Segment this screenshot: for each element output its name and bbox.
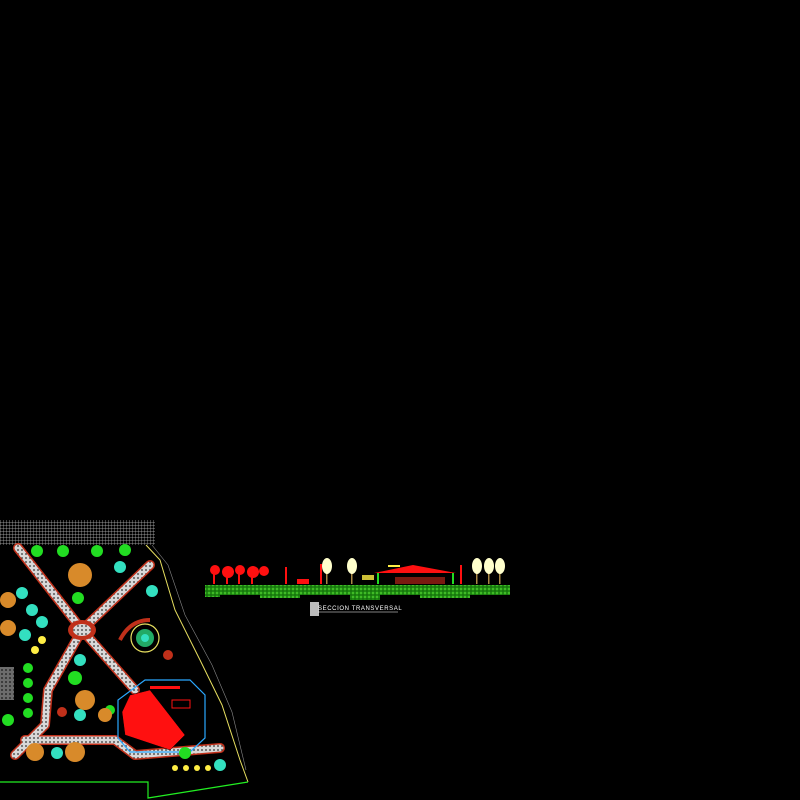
seating-block <box>121 689 186 751</box>
section-trees-yellow <box>322 558 505 584</box>
shrubs-orange <box>0 563 112 762</box>
trees-green <box>2 544 191 759</box>
tree <box>472 558 482 584</box>
gravel-area <box>0 667 14 700</box>
title-marker <box>310 602 319 616</box>
ground-section <box>205 585 510 600</box>
trees-cyan <box>16 561 226 771</box>
tree <box>347 558 357 584</box>
tree <box>484 558 494 584</box>
shrubs-red <box>57 618 173 717</box>
section-title: SECCION TRANSVERSAL <box>318 606 402 612</box>
fountain <box>130 623 160 653</box>
central-plaza-paving <box>73 624 91 636</box>
site-boundary-line <box>145 544 249 783</box>
trees-yellow <box>31 636 211 771</box>
cross-section: SECCION TRANSVERSAL <box>205 558 510 616</box>
site-plan <box>0 520 249 799</box>
site-boundary-line-inner <box>151 544 247 771</box>
section-title-block: SECCION TRANSVERSAL <box>310 602 402 616</box>
section-building <box>362 565 456 584</box>
parking-grid-hatch <box>0 520 155 545</box>
tree <box>322 558 332 584</box>
tree <box>495 558 505 584</box>
section-trees-red <box>210 564 462 584</box>
building-plan <box>117 679 206 753</box>
site-edge <box>0 781 249 799</box>
